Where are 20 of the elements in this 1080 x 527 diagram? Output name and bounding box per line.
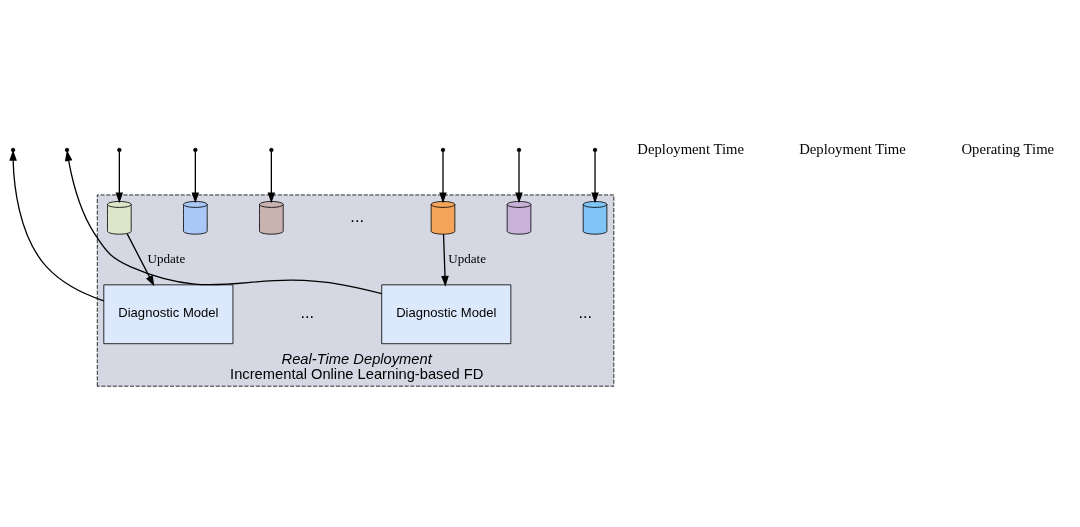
edge-label: Update [448, 250, 486, 266]
label: ... [300, 302, 315, 321]
label: Deployment Time [799, 140, 906, 157]
label: Operating Time [961, 140, 1055, 157]
label: ... [350, 206, 364, 225]
arrow [441, 233, 449, 287]
arrow [9, 149, 105, 301]
node-box: Diagnostic Model [381, 283, 512, 344]
arrow [267, 150, 276, 203]
edge-label: Update [147, 250, 186, 266]
arrow [115, 150, 124, 203]
label: Deployment Time [637, 140, 744, 157]
label: ... [578, 302, 593, 321]
arrow [126, 232, 155, 286]
arrow [64, 149, 383, 294]
node-box: Diagnostic Model [103, 283, 234, 344]
arrow [439, 150, 447, 203]
arrow [591, 150, 599, 203]
arrow [515, 150, 523, 203]
arrow [191, 150, 200, 203]
